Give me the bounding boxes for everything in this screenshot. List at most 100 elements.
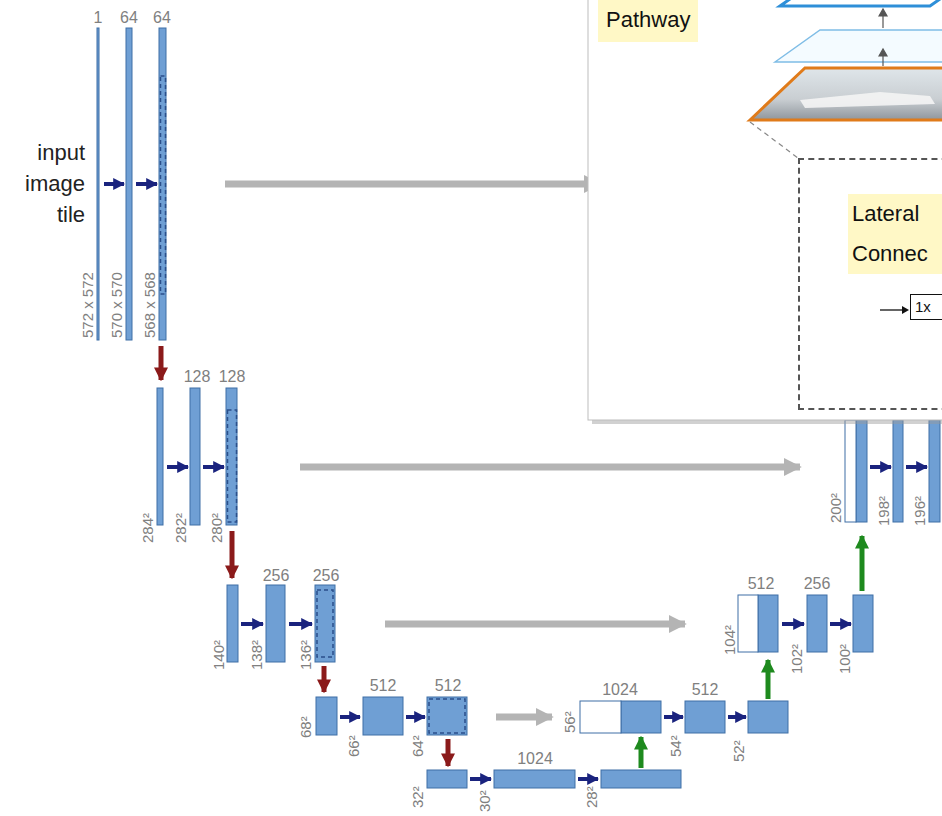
feature-map [621, 701, 661, 733]
pool-arrows [322, 666, 327, 692]
feature-map [807, 595, 827, 652]
size-label: 284² [140, 513, 156, 543]
crop-outline [161, 76, 166, 294]
conv-arrows [782, 622, 804, 626]
size-label: 100² [837, 644, 853, 674]
size-label: 138² [249, 640, 265, 670]
feature-map [929, 420, 940, 522]
boat-picture [800, 92, 935, 108]
conv-arrows [203, 465, 224, 469]
channel-count: 128 [219, 369, 246, 385]
size-label: 136² [298, 640, 314, 670]
conv-arrows [289, 622, 312, 626]
input-label: input image tile [5, 137, 85, 230]
size-label: 280² [209, 513, 225, 543]
channel-count: 64 [153, 10, 171, 26]
upconv-arrows [766, 660, 771, 699]
size-label: 198² [876, 496, 892, 526]
upconv-arrows [639, 737, 644, 768]
feature-map [893, 420, 903, 522]
node-text: Lateral Connec [848, 194, 942, 274]
size-label: 568 x 568 [142, 272, 158, 338]
conv-arrows [406, 715, 425, 719]
conv-arrows [830, 622, 851, 626]
feature-map [748, 701, 788, 733]
pyramid-arrows [879, 49, 887, 56]
feature-map [226, 388, 237, 525]
zoom-line [750, 122, 798, 158]
feature-map [159, 28, 166, 340]
crop-outline [429, 699, 465, 733]
channel-count: 1 [94, 10, 103, 26]
size-label: 64² [410, 735, 426, 757]
conv-arrows [241, 622, 263, 626]
size-label: 52² [731, 740, 747, 762]
crop-outline [228, 410, 237, 522]
pathway-tag: Pathway [598, 0, 698, 42]
conv-arrows [167, 465, 188, 469]
pool-arrows [230, 531, 235, 578]
conv-arrows [728, 715, 746, 719]
feature-map [97, 28, 99, 340]
pyramid-plane [775, 30, 942, 62]
upconv-arrows [860, 536, 865, 591]
feature-map [494, 770, 575, 788]
size-label: 66² [346, 735, 362, 757]
conv-arrows [578, 777, 598, 781]
feature-map [601, 770, 681, 788]
conv-arrows [906, 465, 927, 469]
channel-count: 512 [435, 678, 462, 694]
feature-map [685, 701, 725, 733]
conv-arrows [470, 777, 491, 781]
channel-count: 1024 [602, 682, 638, 698]
size-label: 570 x 570 [109, 272, 125, 338]
feature-map [315, 585, 335, 662]
pyramid-arrows [879, 9, 887, 66]
copied-map [580, 420, 856, 733]
pool-arrows [159, 346, 164, 380]
skip-arrows [385, 621, 685, 628]
input-arrowhead [902, 306, 909, 314]
size-label: 54² [668, 735, 684, 757]
pool-arrows [446, 739, 451, 766]
conv-arrows [664, 715, 683, 719]
channel-count: 512 [370, 678, 397, 694]
channel-count: 256 [313, 568, 340, 584]
feature-map [316, 697, 337, 735]
size-label: 200² [828, 493, 844, 523]
skip-arrows [300, 464, 800, 471]
size-label: 56² [562, 711, 578, 733]
channel-count: 64 [120, 10, 138, 26]
feature-map [126, 28, 132, 340]
copied-map [580, 701, 621, 733]
image-plane [750, 68, 942, 120]
size-label: 104² [722, 625, 738, 655]
feature-map [427, 697, 467, 735]
feature-map [266, 585, 285, 662]
conv-arrows [870, 465, 891, 469]
size-label: 68² [298, 716, 314, 738]
pyramid-arrows [879, 9, 887, 16]
skip-arrows [496, 714, 552, 721]
channel-count: 512 [748, 576, 775, 592]
feature-map [427, 770, 467, 788]
channel-count: 256 [804, 576, 831, 592]
feature-map [856, 420, 867, 522]
conv-arrows [340, 715, 360, 719]
feature-map [363, 697, 403, 735]
dashed-region: Lateral Connec 1x [798, 158, 942, 410]
size-label: 140² [211, 640, 227, 670]
crop-outline [161, 76, 466, 733]
size-label: 28² [584, 786, 600, 808]
copied-map [738, 595, 758, 652]
size-label: 30² [477, 790, 493, 812]
feature-map [157, 388, 163, 525]
copied-map [845, 420, 856, 522]
channel-count: 512 [692, 682, 719, 698]
size-label: 196² [912, 496, 928, 526]
size-label: 102² [789, 644, 805, 674]
feature-map [227, 585, 238, 662]
channel-count: 128 [184, 369, 211, 385]
node-text: 1x [915, 298, 931, 316]
node-text: Pathway [606, 6, 690, 34]
